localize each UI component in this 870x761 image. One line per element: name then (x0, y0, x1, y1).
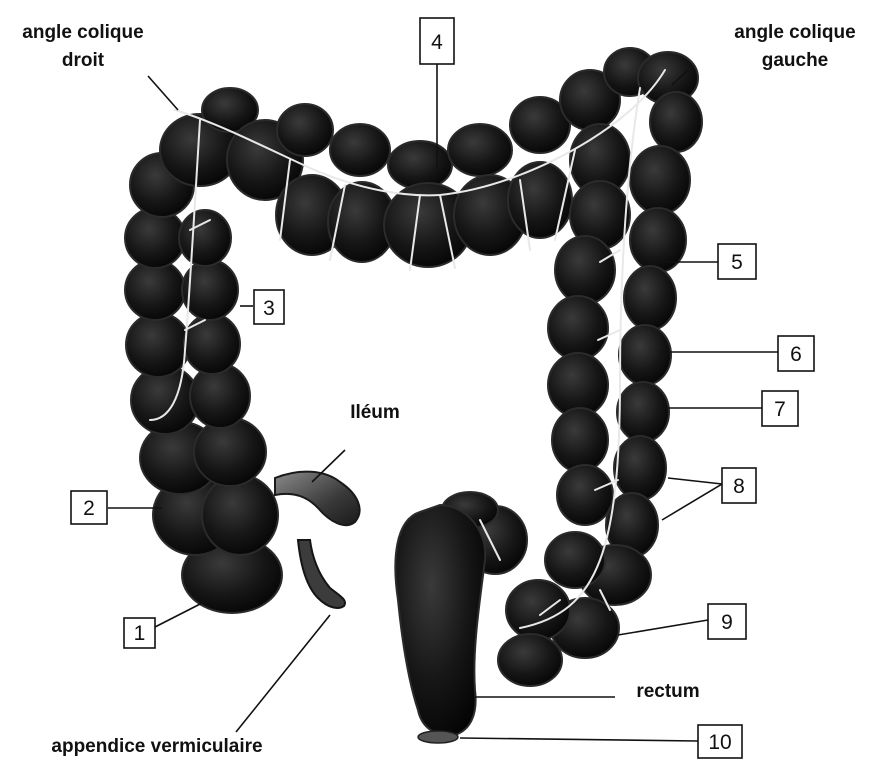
callout-6: 6 (778, 336, 814, 371)
label-appendice-vermiculaire: appendice vermiculaire (51, 736, 262, 757)
callout-1-number: 1 (134, 622, 146, 645)
callout-9-number: 9 (721, 611, 733, 634)
callout-5: 5 (718, 244, 756, 279)
callout-1: 1 (124, 618, 155, 648)
rectum (395, 505, 485, 743)
label-angle-colique-droit-line2: droit (62, 50, 105, 71)
callout-2: 2 (71, 491, 107, 524)
callout-8-number: 8 (733, 475, 745, 498)
callout-6-number: 6 (790, 343, 802, 366)
callout-10: 10 (698, 725, 742, 758)
appendix (298, 540, 345, 608)
callout-10-number: 10 (708, 731, 731, 754)
callout-3-number: 3 (263, 297, 275, 320)
ileum (275, 472, 360, 526)
callout-4-number: 4 (431, 31, 443, 54)
callout-2-number: 2 (83, 497, 95, 520)
label-angle-colique-droit-line1: angle colique (22, 22, 143, 43)
callout-7-number: 7 (774, 398, 786, 421)
callout-3: 3 (254, 290, 284, 324)
callout-9: 9 (708, 604, 746, 639)
label-angle-colique-gauche-line1: angle colique (734, 22, 855, 43)
callout-8: 8 (722, 468, 756, 503)
callout-7: 7 (762, 391, 798, 426)
label-rectum: rectum (636, 681, 699, 702)
callout-4: 4 (420, 18, 454, 64)
callout-5-number: 5 (731, 251, 743, 274)
label-ileum: Iléum (350, 402, 400, 423)
label-angle-colique-gauche-line2: gauche (762, 50, 829, 71)
